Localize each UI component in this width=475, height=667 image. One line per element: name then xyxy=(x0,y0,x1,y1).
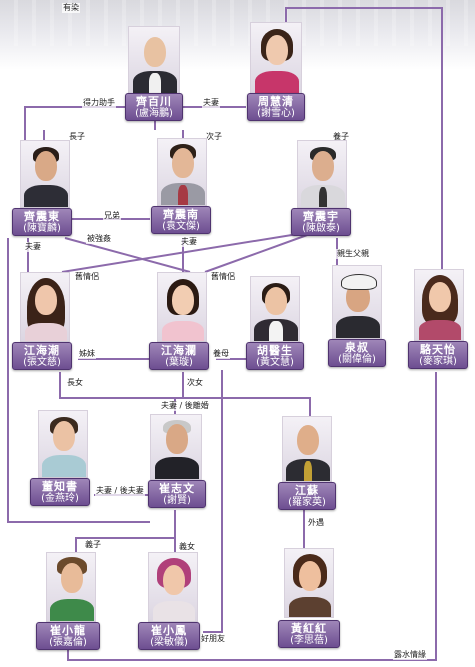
name-label: 齊震宇(陳啟泰) xyxy=(291,208,351,236)
portrait-photo xyxy=(332,265,382,339)
name-label: 江海潮(張文慈) xyxy=(12,342,72,370)
name-label: 齊震南(袁文傑) xyxy=(151,206,211,234)
portrait-photo xyxy=(150,414,202,480)
rel-adopted-daughter: 義女 xyxy=(178,542,196,552)
portrait-photo xyxy=(284,548,334,618)
portrait-photo xyxy=(20,272,70,342)
name-label: 駱天怡(麥家琪) xyxy=(408,341,468,369)
rel-second-daughter: 次女 xyxy=(186,378,204,388)
line-daughters xyxy=(59,372,311,416)
rel-couple-top: 夫妻 xyxy=(202,98,220,108)
rel-bio-father: 親生父親 xyxy=(336,249,370,259)
name-label: 江蘇(羅家英) xyxy=(278,482,336,510)
name-label: 胡醫生(黃文慧) xyxy=(246,342,304,370)
rel-right-hand: 得力助手 xyxy=(82,98,116,108)
rel-good-friends: 好朋友 xyxy=(200,634,226,644)
rel-couple-divorced: 夫妻 / 後離婚 xyxy=(160,401,210,411)
rel-second-son: 次子 xyxy=(205,132,223,142)
portrait-photo xyxy=(297,140,347,208)
portrait-photo xyxy=(148,552,198,622)
rel-old-lovers-chao: 舊情侶 xyxy=(74,272,100,282)
rel-dew-romance: 露水情緣 xyxy=(393,650,427,660)
portrait-photo xyxy=(250,22,302,94)
rel-forced: 被強姦 xyxy=(86,234,112,244)
rel-couple-later: 夫妻 / 後夫妻 xyxy=(95,486,145,496)
line-dew-romance xyxy=(67,372,437,661)
portrait-photo xyxy=(414,269,464,341)
portrait-photo xyxy=(282,416,332,482)
line-forced xyxy=(64,237,191,273)
rel-sisters: 姊妹 xyxy=(78,349,96,359)
rel-old-lovers-lan: 舊情侶 xyxy=(210,272,236,282)
line-affair xyxy=(285,7,443,272)
name-label: 齊震東(陳寶麟) xyxy=(12,208,72,236)
portrait-photo xyxy=(128,26,180,94)
rel-adopted-son-2: 義子 xyxy=(84,540,102,550)
line-adopted xyxy=(75,510,176,552)
rel-affair: 有染 xyxy=(62,3,80,13)
name-label: 崔志文(謝賢) xyxy=(148,480,206,508)
name-label: 周慧清(謝雪心) xyxy=(247,93,305,121)
rel-brothers: 兄弟 xyxy=(103,211,121,221)
name-label: 黃紅紅(李思蓓) xyxy=(278,620,340,648)
name-label: 泉叔(關偉倫) xyxy=(328,339,386,367)
line-left-long xyxy=(7,238,150,523)
portrait-photo xyxy=(38,410,88,478)
rel-eldest-daughter: 長女 xyxy=(66,378,84,388)
line-old-lovers-chao xyxy=(61,233,299,273)
portrait-photo xyxy=(20,140,70,208)
rel-eldest-son: 長子 xyxy=(68,132,86,142)
portrait-photo xyxy=(157,138,207,206)
line-old-lovers-lan xyxy=(204,233,311,273)
name-label: 崔小鳳(梁敏儀) xyxy=(138,622,200,650)
rel-couple-dong: 夫妻 xyxy=(24,242,42,252)
rel-adopted-son: 養子 xyxy=(332,132,350,142)
rel-couple-nan: 夫妻 xyxy=(180,237,198,247)
name-label: 崔小龍(張嘉倫) xyxy=(36,622,100,650)
name-label: 董知書(金燕玲) xyxy=(30,478,90,506)
rel-extramarital: 外遇 xyxy=(307,518,325,528)
line-good-friends xyxy=(203,370,223,633)
name-label: 齊百川(盧海鵬) xyxy=(125,93,183,121)
rel-adoptive-mother: 養母 xyxy=(212,349,230,359)
portrait-photo xyxy=(250,276,300,342)
portrait-photo xyxy=(157,272,207,342)
portrait-photo xyxy=(46,552,96,622)
name-label: 江海瀾(葉璇) xyxy=(149,342,209,370)
